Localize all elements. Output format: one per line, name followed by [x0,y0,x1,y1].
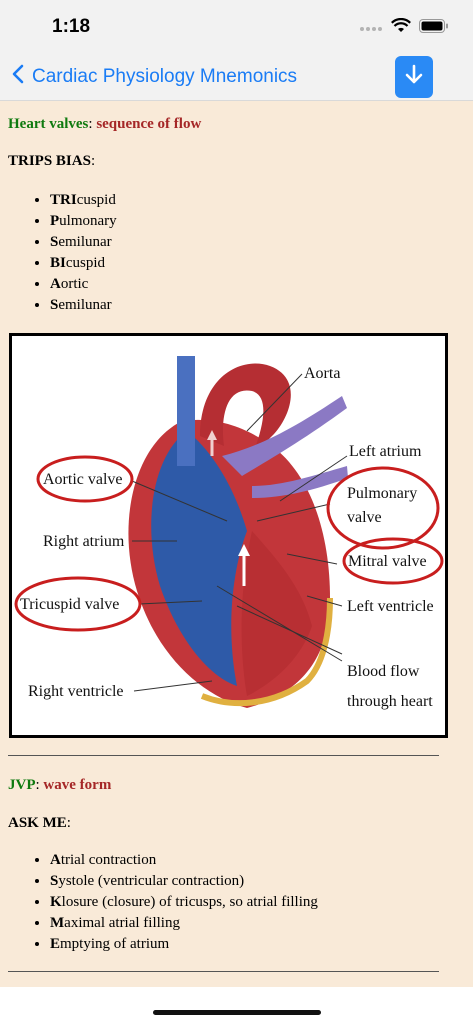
label-mitral-valve: Mitral valve [348,553,427,570]
heart-diagram-svg: Aorta Left atrium Pulmonary valve Mitral… [14,356,444,710]
label-blood-flow-line2: through heart [347,693,433,710]
section-title-heart-valves: Heart valves: sequence of flow [8,116,201,133]
signal-icon [359,19,383,37]
list-item-initial: K [50,894,62,910]
list-item-initial: S [50,234,59,250]
list-item-rest: cuspid [76,192,116,208]
label-left-ventricle: Left ventricle [347,598,434,615]
divider [8,971,439,972]
list-item-initial: A [50,852,61,868]
list-item: Klosure (closure) of tricusps, so atrial… [50,892,318,913]
list-item-rest: losure (closure) of tricusps, so atrial … [61,894,318,910]
list-item-initial: S [50,873,59,889]
list-item-initial: S [50,297,59,313]
section-title-topic: Heart valves [8,116,89,132]
label-left-atrium: Left atrium [349,443,422,460]
list-item: Semilunar [50,295,117,316]
list-item-rest: ortic [60,276,89,292]
label-tricuspid-valve: Tricuspid valve [20,596,119,613]
status-icons [359,17,449,38]
list-item-rest: aximal atrial filling [64,915,180,931]
back-button[interactable]: Cardiac Physiology Mnemonics [12,64,297,89]
list-item-initial: P [50,213,60,229]
home-indicator[interactable] [153,1010,321,1015]
chevron-left-icon [12,64,24,89]
list-item-rest: ulmonary [59,213,117,229]
section-title-separator: : [88,116,97,132]
mnemonic-word: ASK ME [8,815,67,831]
navigation-bar: Cardiac Physiology Mnemonics [0,50,473,101]
list-item-initial: TRI [50,192,77,208]
list-item: Pulmonary [50,211,117,232]
back-button-label: Cardiac Physiology Mnemonics [32,65,298,87]
list-item: Atrial contraction [50,850,318,871]
section-title-subtopic: sequence of flow [96,116,202,132]
download-icon [404,64,424,91]
list-item-initial: BI [50,255,66,271]
list-item: Semilunar [50,232,117,253]
label-pulmonary-valve-line2: valve [347,509,382,526]
mnemonic-heading: TRIPS BIAS: [8,153,95,170]
list-item-rest: ystole (ventricular contraction) [58,873,245,889]
list-item-rest: emilunar [58,234,112,250]
content-area: Heart valves: sequence of flow TRIPS BIA… [0,101,473,987]
section-title-separator: : [35,777,44,793]
list-item-rest: trial contraction [60,852,157,868]
label-aorta: Aorta [304,365,340,382]
list-item: Maximal atrial filling [50,913,318,934]
list-item-rest: cuspid [65,255,106,271]
section-title-jvp: JVP: wave form [8,777,111,794]
label-blood-flow-line1: Blood flow [347,663,420,680]
label-aortic-valve: Aortic valve [43,471,123,488]
heart-illustration [128,356,348,708]
list-item-rest: mptying of atrium [60,936,170,952]
mnemonic-heading: ASK ME: [8,815,71,832]
mnemonic-word: TRIPS BIAS [8,153,91,169]
list-item: BIcuspid [50,253,117,274]
mnemonic-list: Atrial contraction Systole (ventricular … [20,850,318,955]
divider [8,755,439,756]
wifi-icon [391,17,411,38]
highlight-circles [14,455,444,632]
list-item-rest: emilunar [58,297,112,313]
label-right-ventricle: Right ventricle [28,683,124,700]
section-title-subtopic: wave form [43,777,112,793]
list-item: TRIcuspid [50,190,117,211]
status-bar: 1:18 [0,0,473,50]
label-lines [131,373,348,692]
list-item: Systole (ventricular contraction) [50,871,318,892]
section-title-topic: JVP [8,777,36,793]
mnemonic-colon: : [90,153,96,169]
list-item-initial: M [50,915,65,931]
battery-icon [419,18,449,38]
status-time: 1:18 [52,16,91,37]
heart-diagram: Aorta Left atrium Pulmonary valve Mitral… [9,333,448,738]
list-item-initial: E [50,936,61,952]
list-item: Aortic [50,274,117,295]
mnemonic-list: TRIcuspid Pulmonary Semilunar BIcuspid A… [20,190,117,316]
label-pulmonary-valve-line1: Pulmonary [347,485,417,502]
list-item: Emptying of atrium [50,934,318,955]
download-button[interactable] [395,56,433,98]
label-right-atrium: Right atrium [43,533,125,550]
mnemonic-colon: : [66,815,71,831]
list-item-initial: A [50,276,61,292]
